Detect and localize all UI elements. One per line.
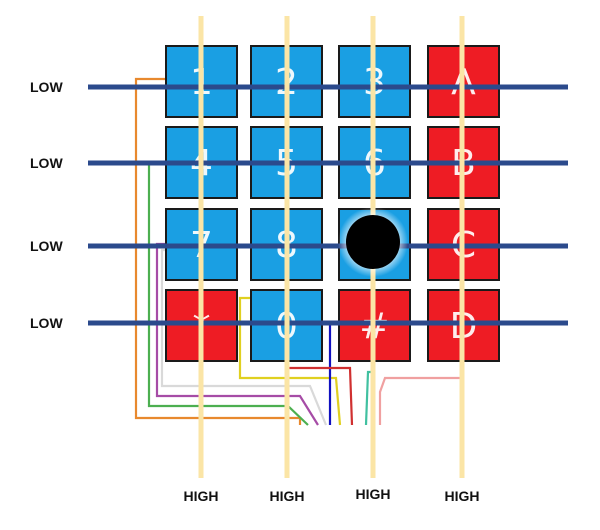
pressed-key-marker: [338, 207, 408, 277]
row-label-2: LOW: [30, 155, 63, 171]
pressed-key-dot: [346, 215, 400, 269]
row-label-1: LOW: [30, 79, 63, 95]
row-label-3: LOW: [30, 238, 63, 254]
ribbon-wire: [378, 376, 462, 425]
row-labels: LOW LOW LOW LOW: [30, 79, 63, 331]
column-label-4: HIGH: [445, 488, 480, 504]
column-label-2: HIGH: [270, 488, 305, 504]
ribbon-wire: [288, 366, 354, 426]
row-lines: [88, 84, 568, 326]
ribbon-wire: [160, 248, 328, 426]
column-label-3: HIGH: [356, 486, 391, 502]
column-labels: HIGH HIGH HIGH HIGH: [184, 486, 480, 504]
row-label-4: LOW: [30, 315, 63, 331]
keypad-grid: 123A456B789C*0#D: [165, 45, 500, 362]
ribbon-wire: [134, 77, 302, 425]
column-label-1: HIGH: [184, 488, 219, 504]
ribbon-wire: [238, 296, 342, 426]
